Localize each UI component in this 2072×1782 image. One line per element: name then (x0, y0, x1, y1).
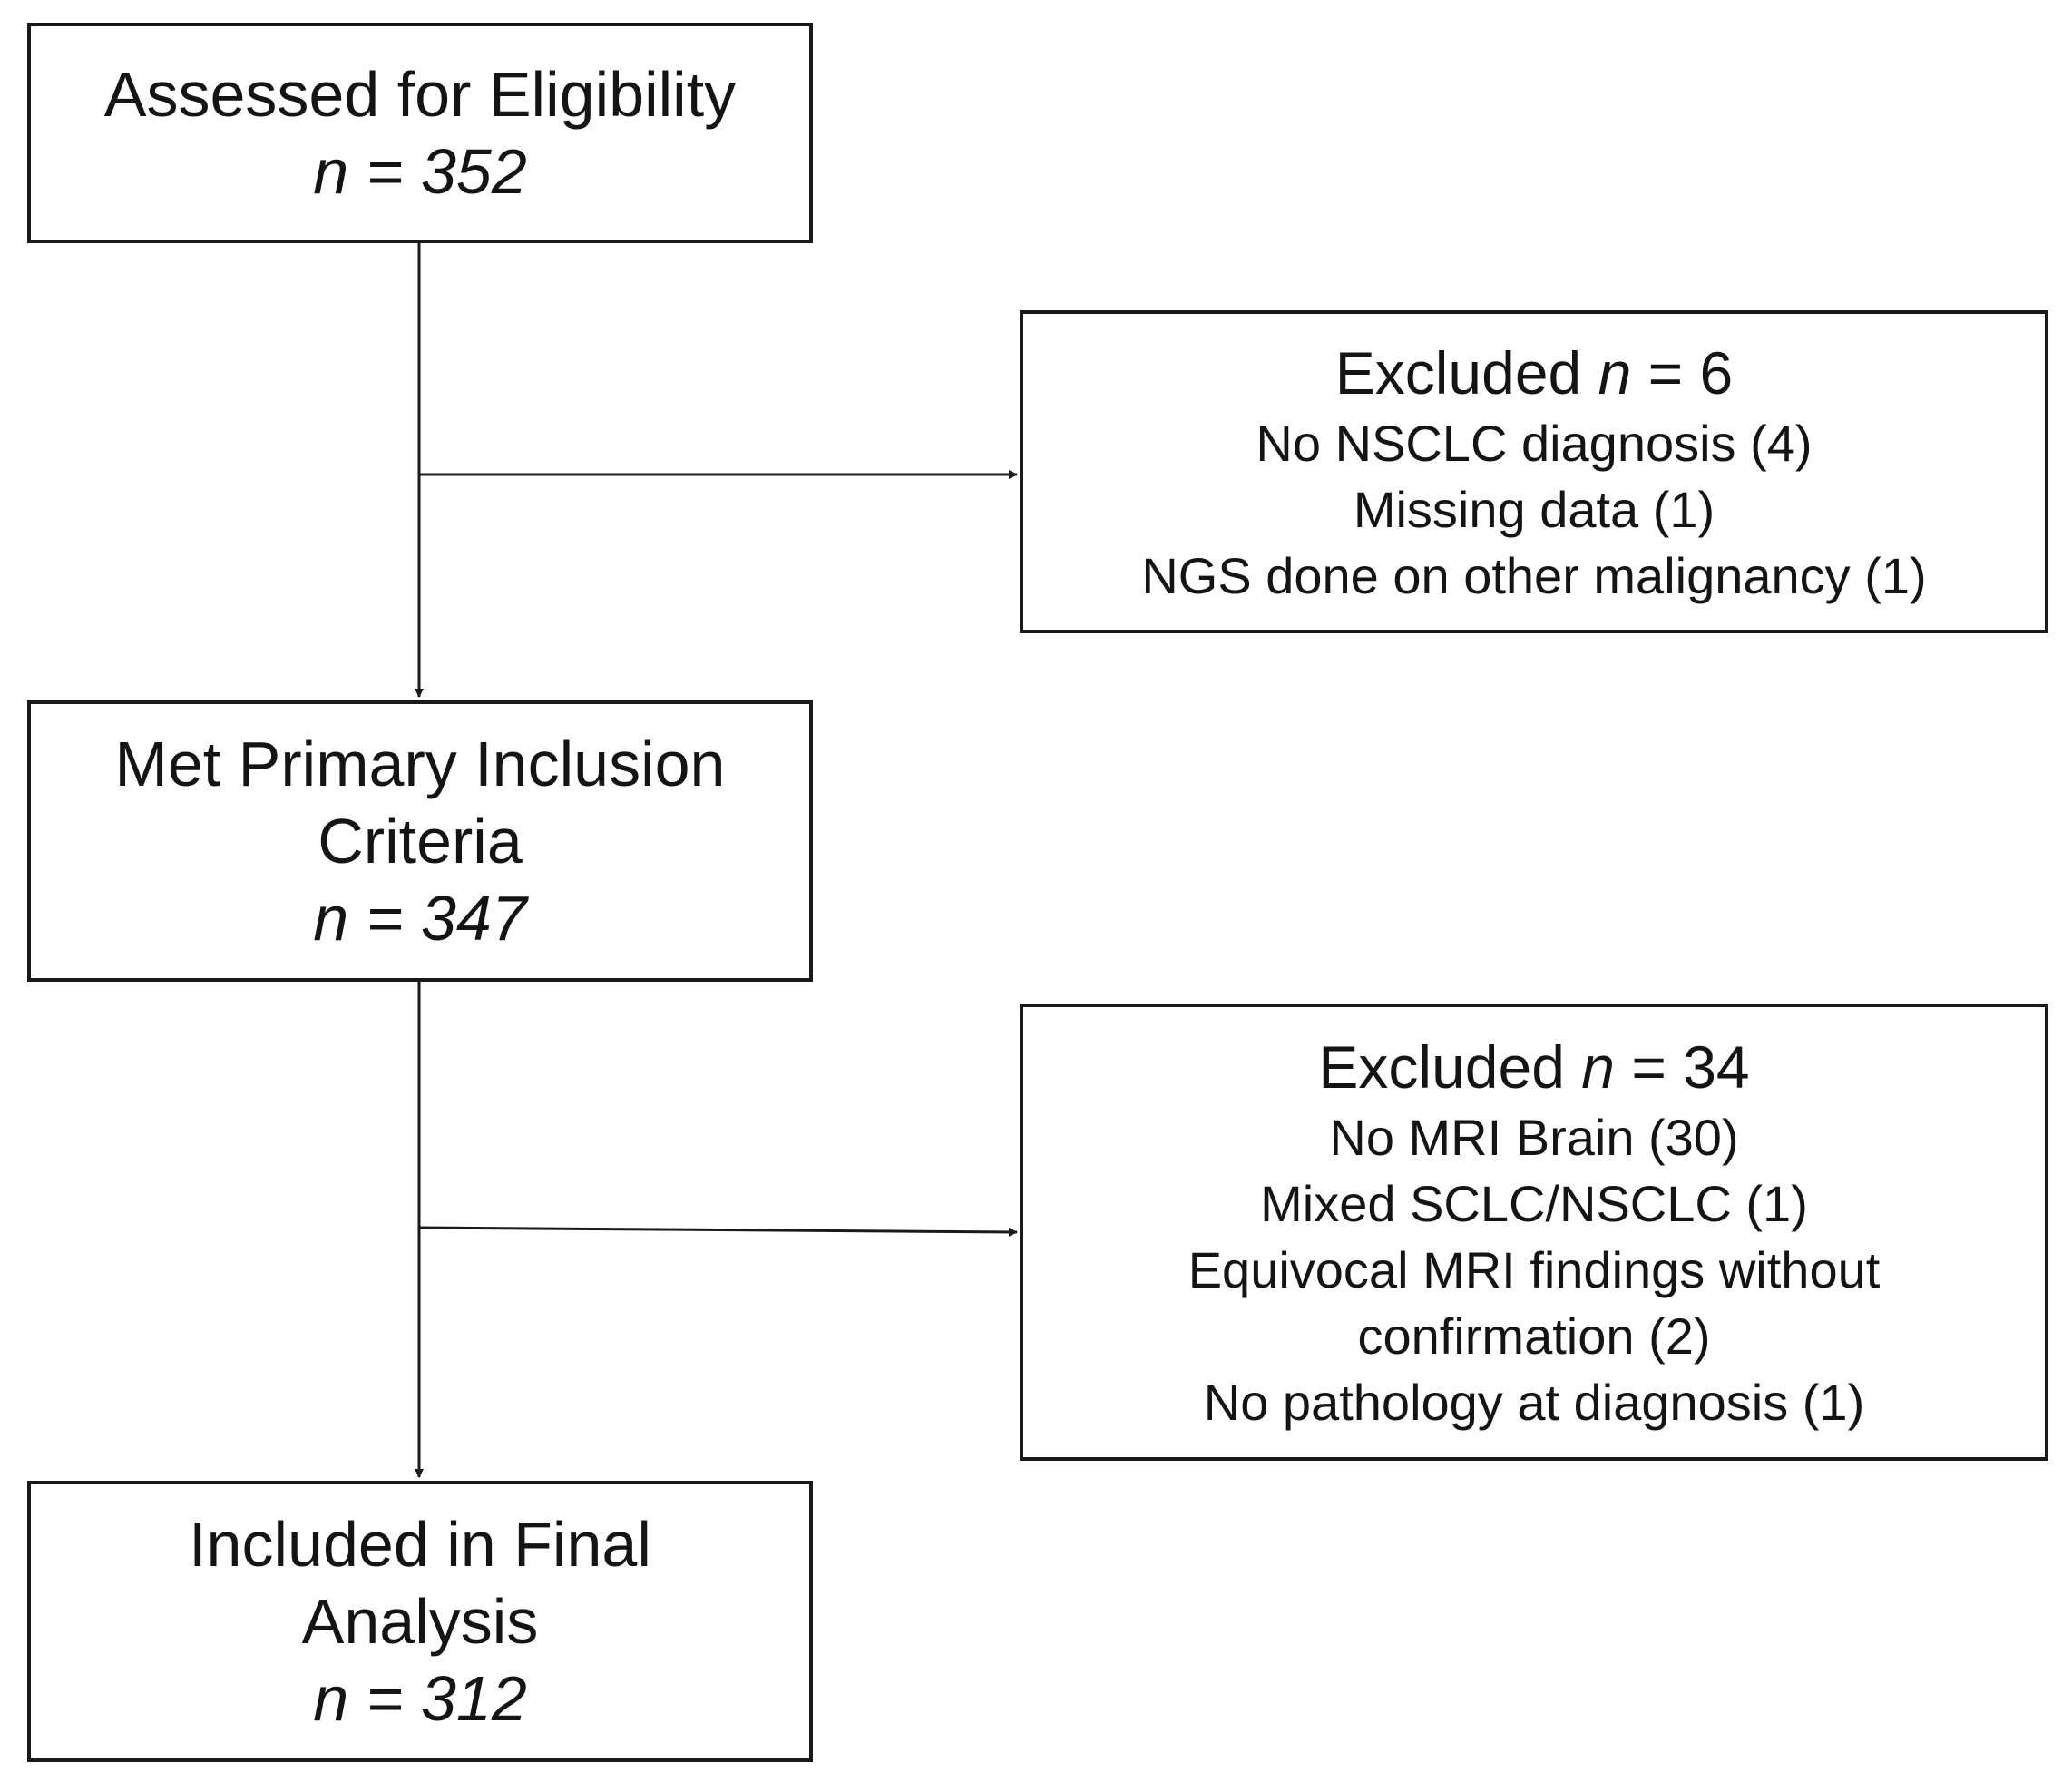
exclusion-2-heading: Excluded n = 34 (1318, 1030, 1749, 1104)
exclusion-1-reason: NGS done on other malignancy (1) (1141, 546, 1927, 604)
exclusion-2-count: = 34 (1631, 1033, 1750, 1101)
exclusion-2-n-symbol: n (1581, 1033, 1615, 1101)
met-primary-inclusion-box: Met Primary Inclusion Criteria n = 347 (27, 700, 813, 982)
exclusion-1-reason: No NSCLC diagnosis (4) (1256, 414, 1813, 472)
exclusion-2-label: Excluded (1318, 1033, 1565, 1101)
exclusion-2-reason: No pathology at diagnosis (1) (1203, 1373, 1865, 1431)
primary-title-line-2: Criteria (318, 805, 523, 876)
exclusion-1-label: Excluded (1334, 338, 1582, 406)
final-title-line-2: Analysis (301, 1585, 539, 1657)
primary-count: n = 347 (313, 882, 527, 954)
exclusion-1-heading: Excluded n = 6 (1335, 336, 1734, 410)
exclusion-2-reason: Mixed SCLC/NSCLC (1) (1260, 1174, 1808, 1232)
assessed-for-eligibility-box: Assessed for Eligibility n = 352 (27, 23, 813, 243)
exclusion-2-reason: confirmation (2) (1357, 1307, 1711, 1365)
exclusion-2-reason: No MRI Brain (30) (1329, 1108, 1739, 1166)
included-final-analysis-box: Included in Final Analysis n = 312 (27, 1481, 813, 1762)
assessed-title: Assessed for Eligibility (103, 58, 737, 130)
exclusion-1-reason: Missing data (1) (1353, 480, 1715, 538)
exclusion-1-n-symbol: n (1598, 338, 1632, 406)
assessed-count: n = 352 (313, 135, 527, 207)
final-count: n = 312 (313, 1662, 527, 1734)
primary-title-line-1: Met Primary Inclusion (114, 728, 726, 799)
arrow-to-exclusion-2 (418, 1226, 1018, 1237)
exclusion-1-count: = 6 (1647, 338, 1734, 406)
exclusion-box-2: Excluded n = 34 No MRI Brain (30) Mixed … (1020, 1004, 2048, 1461)
exclusion-2-reason: Equivocal MRI findings without (1187, 1240, 1881, 1298)
final-title-line-1: Included in Final (189, 1508, 651, 1580)
exclusion-box-1: Excluded n = 6 No NSCLC diagnosis (4) Mi… (1020, 310, 2048, 633)
